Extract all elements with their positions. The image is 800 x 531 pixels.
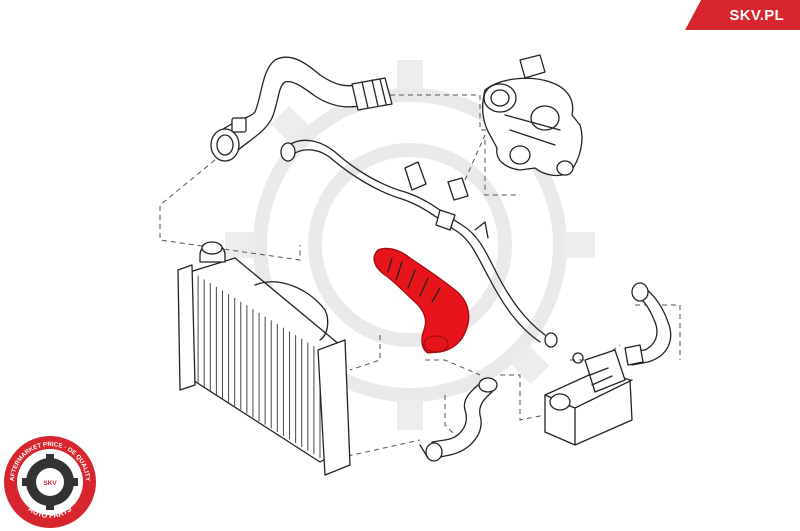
lower-small-hose	[419, 377, 498, 462]
radiator	[177, 241, 351, 476]
site-brand-tab[interactable]: SKV.PL	[685, 0, 800, 30]
skv-logo: AFTERMARKET PRICE · OE QUALITY SKV AUTO …	[4, 436, 96, 528]
right-small-hose	[624, 282, 672, 366]
highlighted-coolant-hose	[373, 247, 470, 354]
upper-radiator-hose	[210, 56, 393, 162]
site-brand-label: SKV.PL	[729, 6, 784, 24]
thermostat-housing	[482, 54, 583, 177]
logo-center-text: SKV	[43, 480, 57, 487]
oil-cooler	[544, 349, 633, 446]
coolant-pipe	[280, 139, 584, 364]
